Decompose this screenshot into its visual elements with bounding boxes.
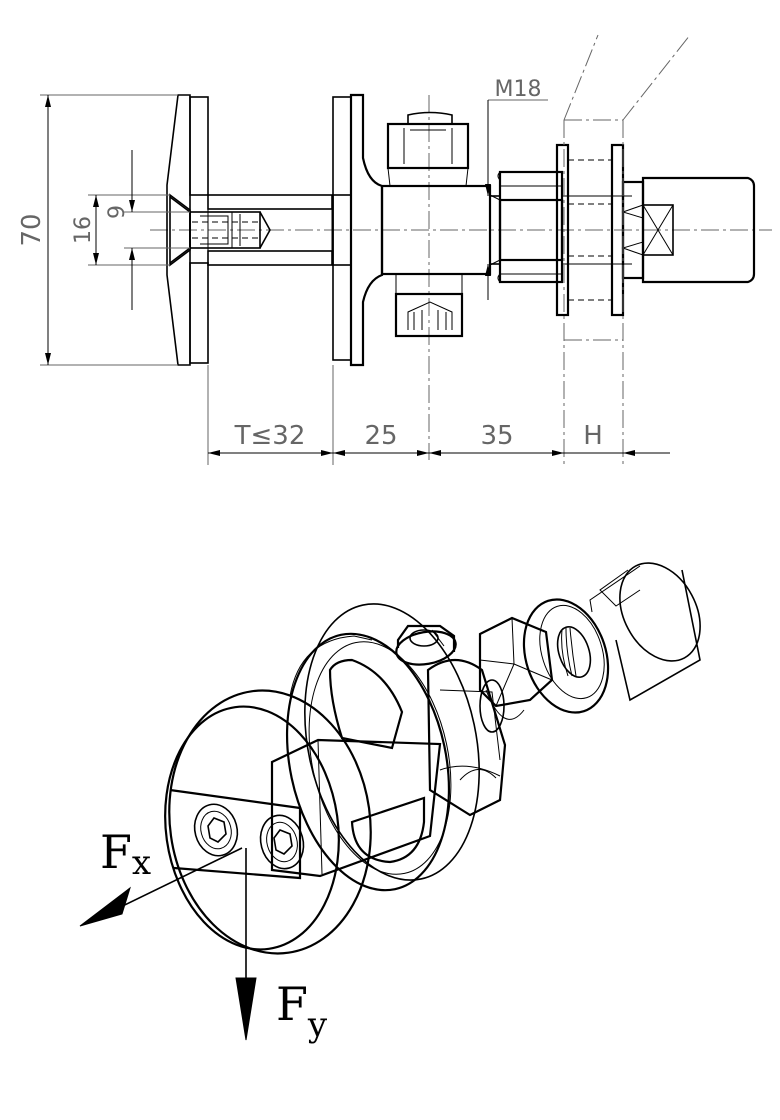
force-vector-fy: Fy [235,848,328,1045]
dim-35-label: 35 [480,421,513,451]
dim-chain-horizontal: T≤32 25 35 H [207,365,670,465]
force-fx-sub: x [132,843,151,883]
dim-70-label: 70 [17,213,47,246]
force-fx-label: Fx [100,825,151,883]
dim-t-label: T≤32 [234,421,306,451]
countersunk-screw [169,196,271,264]
bottom-boss [394,274,464,338]
iso-rear-washer [522,598,610,714]
iso-front-plate [164,689,372,955]
dim-16-label: 16 [71,216,96,244]
isometric-view: Fx Fy [79,562,701,1045]
iso-connecting-bar [270,738,442,878]
dim-height-70: 70 [17,94,178,366]
sleeve [207,194,333,266]
iso-mounting-tube [589,562,701,702]
iso-middle-plate [285,603,480,892]
dim-height-16: 16 [71,194,170,266]
threaded-rod [489,170,632,284]
iso-socket-screw-1 [193,803,239,857]
dim-9-label: 9 [105,205,130,219]
iso-spider-hub [395,624,507,817]
iso-hex-nut [478,616,554,720]
dim-h-label: H [583,421,603,451]
dim-thread-m18: M18 [485,77,548,300]
force-fy-sub: y [307,1005,328,1045]
dim-25-label: 25 [364,421,397,451]
iso-socket-screw-2 [259,814,305,870]
dim-height-9: 9 [105,150,190,310]
force-vector-fx: Fx [79,825,243,927]
top-hex-nut [386,111,470,187]
gasket-left [189,96,209,364]
force-fy-main: F [276,977,308,1031]
section-view: 70 16 9 M18 [17,34,772,465]
dim-m18-label: M18 [495,77,542,102]
gasket-right [332,96,352,361]
force-fx-main: F [100,825,132,879]
support-structure-lines [563,34,691,465]
force-fy-label: Fy [276,977,328,1045]
